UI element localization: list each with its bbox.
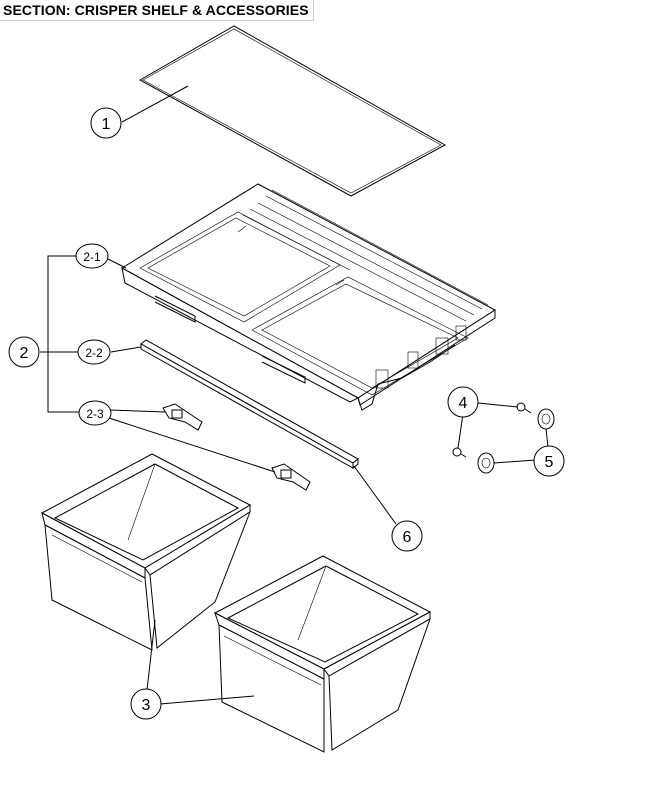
bracket-right-part	[271, 463, 311, 491]
callout-3: 3	[130, 688, 162, 720]
callout-2: 2	[8, 336, 40, 368]
knob-part	[477, 408, 555, 474]
callout-6: 6	[391, 520, 423, 552]
callout-6-label: 6	[403, 529, 412, 546]
callout-2-1: 2-1	[75, 243, 109, 269]
callout-2-2-label: 2-2	[85, 346, 103, 360]
shelf-frame-part	[121, 183, 496, 411]
callout-5: 5	[533, 445, 565, 477]
callout-2-3: 2-3	[78, 400, 112, 426]
screw-part	[452, 402, 532, 458]
callout-4-label: 4	[459, 395, 468, 412]
callout-2-2: 2-2	[77, 339, 111, 365]
callout-2-label: 2	[20, 345, 29, 362]
leader-lines	[40, 85, 549, 705]
glass-shelf-part	[138, 25, 447, 197]
bracket-left-part	[162, 403, 203, 431]
callout-2-3-label: 2-3	[86, 407, 104, 421]
crisper-drawer-left-part	[40, 453, 252, 651]
callout-5-label: 5	[545, 454, 554, 471]
callout-1: 1	[90, 107, 122, 139]
crisper-drawer-right-part	[213, 555, 432, 753]
callout-1-label: 1	[102, 116, 111, 133]
callout-2-1-label: 2-1	[83, 250, 101, 264]
callout-4: 4	[447, 386, 479, 418]
section-title: SECTION: CRISPER SHELF & ACCESSORIES	[0, 0, 314, 21]
callout-3-label: 3	[142, 697, 151, 714]
